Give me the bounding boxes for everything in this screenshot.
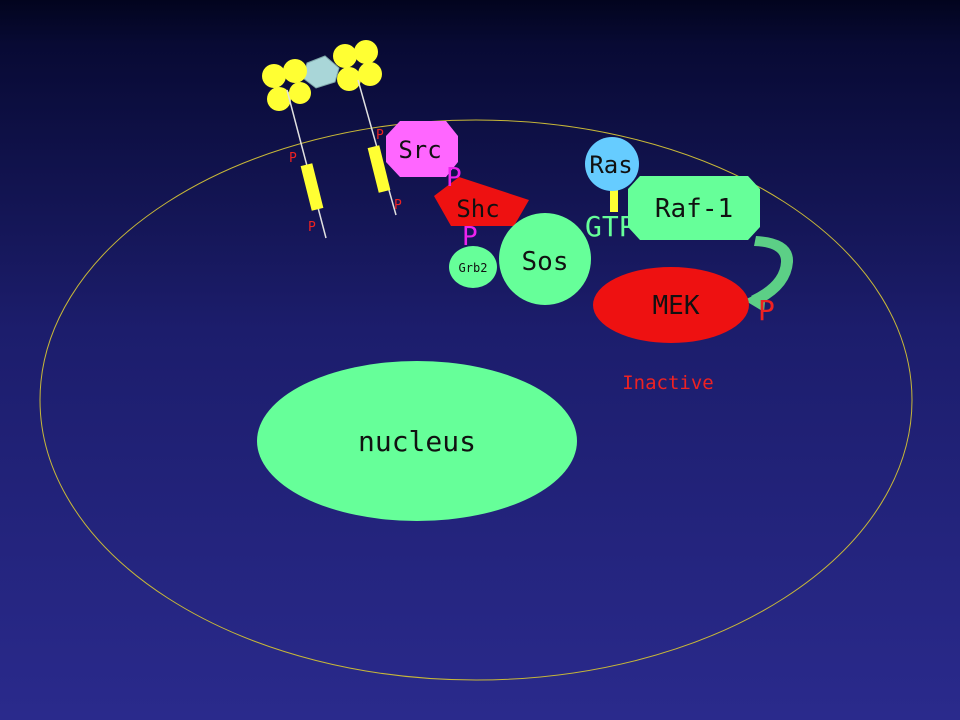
raf1-label: Raf-1: [655, 194, 733, 224]
src-protein: [386, 121, 458, 177]
shc-protein: [434, 177, 529, 226]
receptor-p-right-bottom: P: [394, 198, 402, 213]
receptor-p-left-bottom: P: [308, 220, 316, 235]
gtp-label: GTP: [585, 210, 636, 243]
receptor-p-right-top: P: [376, 128, 384, 143]
receptor-stem-left: [286, 89, 327, 239]
ligand-balls: [262, 40, 382, 111]
raf1-protein: [628, 176, 760, 240]
inactive-label: Inactive: [622, 372, 714, 394]
cell-membrane: [39, 119, 913, 681]
mek-phospho: P: [758, 294, 775, 327]
nucleus: [257, 361, 577, 521]
shc-phospho-top: P: [446, 163, 462, 193]
ras-anchor: [610, 186, 618, 212]
nucleus-label: nucleus: [358, 425, 476, 458]
phosphorylation-arrow: [751, 236, 794, 304]
sos-label: Sos: [522, 247, 569, 277]
receptor-ligand: [262, 40, 382, 111]
ras-protein: [585, 137, 639, 191]
ras-label: Ras: [589, 151, 632, 179]
arrow-head: [744, 290, 766, 312]
receptor-tm-right: [367, 145, 391, 193]
mek-label: MEK: [653, 291, 700, 321]
shc-phospho-bottom: P: [462, 222, 478, 252]
shc-label: Shc: [456, 195, 499, 223]
grb2-label: Grb2: [459, 261, 488, 275]
mek-protein: [593, 267, 749, 343]
sos-protein: [499, 213, 591, 305]
receptor-p-left-top: P: [289, 151, 297, 166]
receptor-tm-left: [300, 163, 324, 211]
src-label: Src: [398, 136, 441, 164]
ligand-connector: [302, 55, 340, 89]
grb2-protein: [449, 246, 497, 288]
